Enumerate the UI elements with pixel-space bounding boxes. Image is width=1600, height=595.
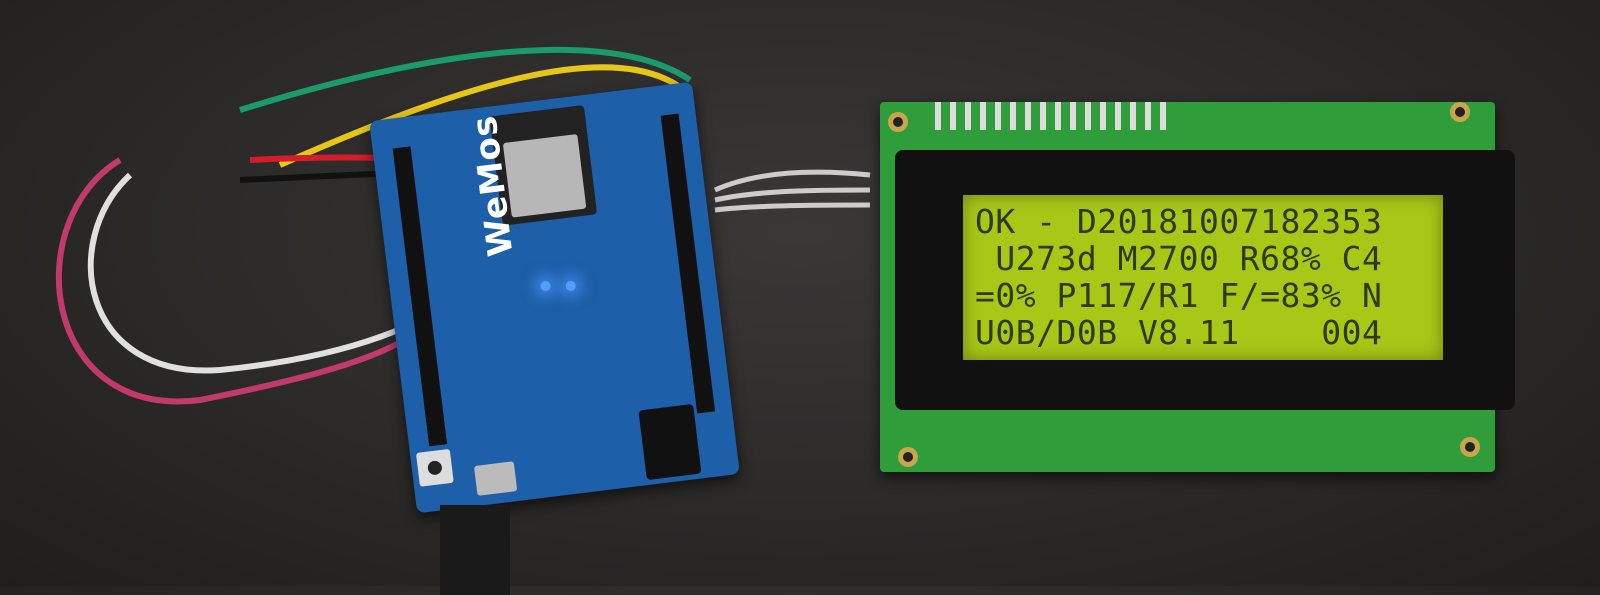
yellow-wire [278,64,693,168]
reset-button[interactable] [415,448,454,487]
blue-led [565,280,577,292]
lcd-line-1: OK - D20181007182353 [975,202,1383,241]
mounting-hole [1460,437,1480,457]
green-wire [239,46,692,113]
lcd-line-3: =0% P117/R1 F/=83% N [975,276,1383,315]
mounting-hole [888,112,908,132]
mounting-hole [1450,102,1470,122]
lcd-line-4: U0B/D0B V8.11 004 [975,313,1383,352]
lcd-screen: OK - D20181007182353 U273d M2700 R68% C4… [963,195,1443,360]
micro-usb-port [473,461,518,496]
lcd-pin-header [935,102,1175,130]
wemos-board: WeMos [369,81,740,514]
lcd-wires [713,169,871,213]
blue-led [539,280,552,292]
pink-wire [55,157,422,405]
lcd-line-2: U273d M2700 R68% C4 [975,239,1383,278]
dc-power-jack [638,403,702,481]
mounting-hole [898,447,918,467]
usb-cable [440,505,510,595]
white-wire [87,172,422,374]
